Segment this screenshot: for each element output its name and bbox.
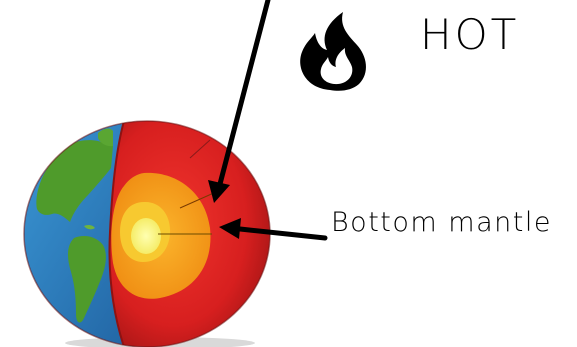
inner-core-yellow [131,218,161,254]
flame-icon [300,12,366,91]
bottom-mantle-arrow [219,218,325,239]
hot-label: HOT [420,10,519,59]
bottom-mantle-label: Bottom mantle [331,207,552,238]
